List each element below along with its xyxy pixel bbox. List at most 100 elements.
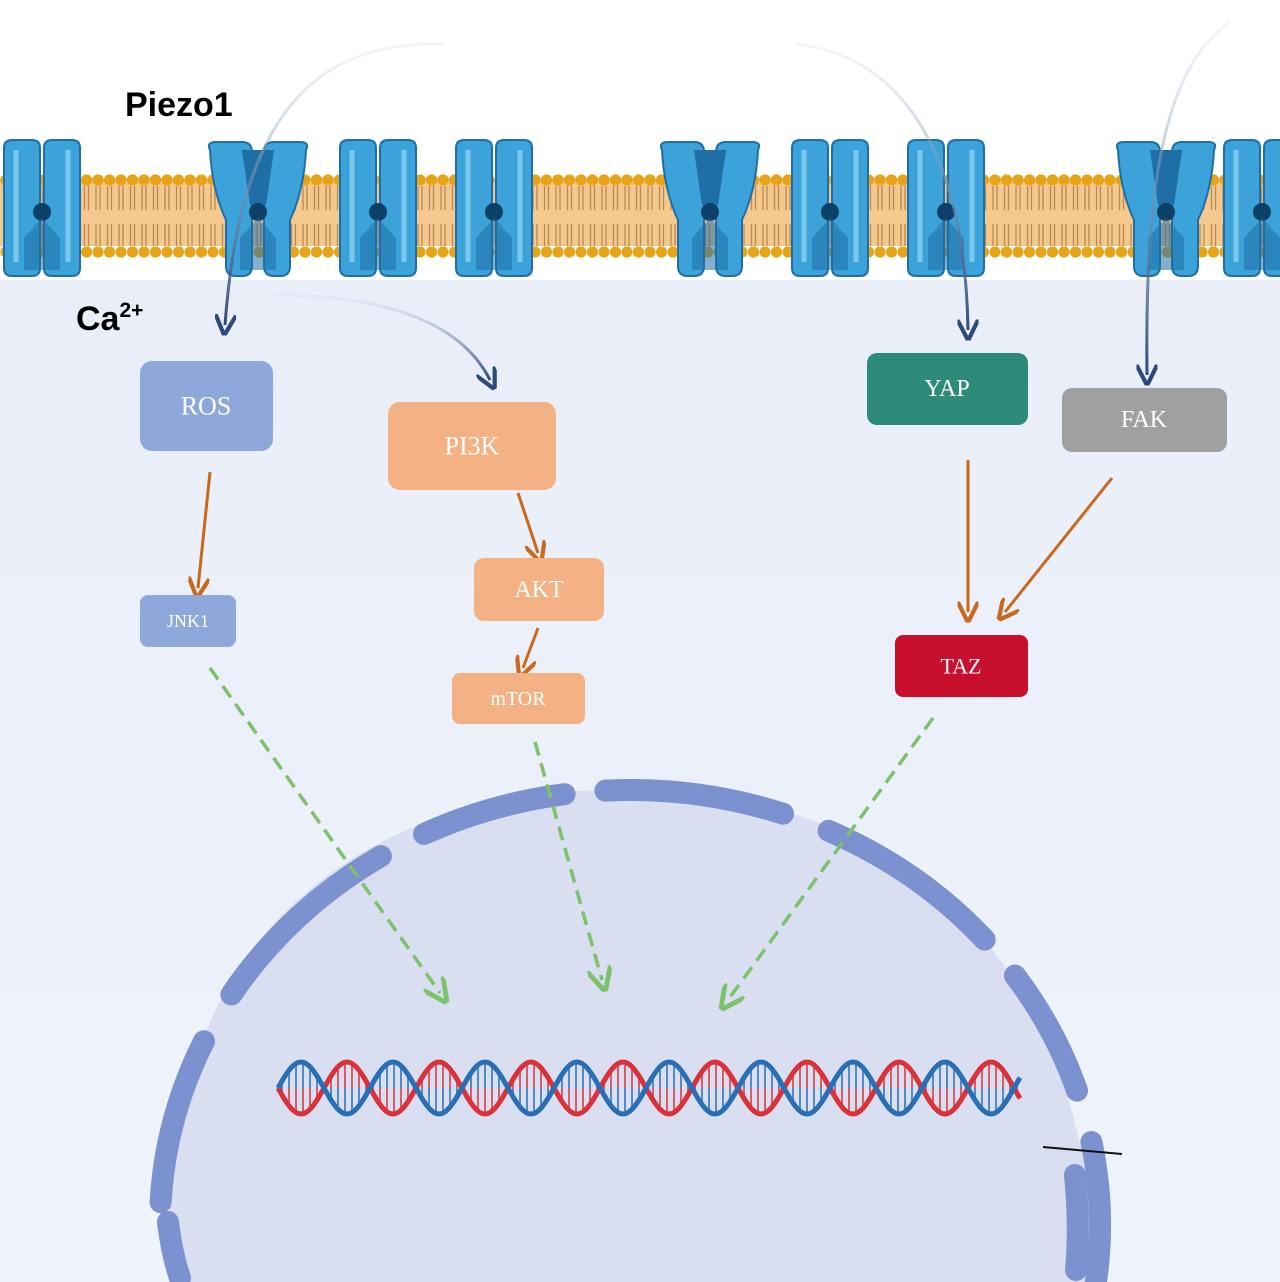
- lipid-head: [1023, 246, 1036, 258]
- lipid-head: [149, 174, 162, 186]
- arrow-to-pi3k: [274, 293, 490, 380]
- lipid-tail: [141, 186, 147, 246]
- piezo1-channel: [339, 139, 417, 277]
- arrow-to-ros: [225, 42, 446, 325]
- lipid-head: [632, 174, 645, 186]
- lipid-tail: [578, 186, 584, 246]
- nuclear-arrows: [208, 666, 935, 1000]
- jnk1-label: JNK1: [167, 611, 209, 631]
- lipid-head: [103, 174, 116, 186]
- lipid-head: [1035, 174, 1047, 186]
- arrow-to-fak: [1147, 20, 1231, 375]
- piezo1-channels: [3, 139, 1280, 277]
- lipid-tail: [750, 186, 757, 246]
- lipid-head: [563, 246, 576, 258]
- envelope-segment: [594, 779, 794, 825]
- lipid-head: [149, 246, 162, 258]
- fak-label: FAK: [1121, 407, 1168, 433]
- taz-label: TAZ: [940, 654, 981, 679]
- pointer-line: [1042, 1146, 1123, 1155]
- lipid-head: [1000, 174, 1013, 186]
- lipid-tail: [164, 186, 170, 246]
- lipid-head: [609, 174, 622, 186]
- node-fak: FAK: [1062, 388, 1227, 452]
- lipid-tail: [1061, 186, 1067, 246]
- jnk1-box: [140, 595, 236, 647]
- lipid-head: [172, 174, 185, 186]
- lipid-head: [540, 246, 553, 258]
- lipid-head: [989, 246, 1001, 258]
- lipid-head: [172, 246, 185, 258]
- lipid-tail: [1084, 186, 1090, 246]
- lipid-head: [1104, 174, 1116, 186]
- lipid-head: [1058, 246, 1070, 258]
- lipid-head: [1081, 246, 1093, 258]
- envelope-segment: [220, 845, 392, 1006]
- lipid-head: [598, 246, 610, 258]
- akt-box: [474, 558, 604, 621]
- lipid-head: [115, 246, 127, 258]
- ion-charge: 2+: [119, 299, 143, 322]
- lipid-head: [621, 174, 633, 186]
- envelope-segment: [1004, 964, 1088, 1102]
- node-ros: ROS: [140, 361, 273, 451]
- lipid-head: [195, 246, 208, 258]
- lipid-head: [759, 246, 771, 258]
- node-pi3k: PI3K: [388, 402, 556, 490]
- envelope-segment: [149, 1030, 215, 1214]
- lipid-head: [161, 246, 173, 258]
- lipid-head: [1012, 174, 1024, 186]
- lipid-head: [1104, 246, 1116, 258]
- lipid-tail: [624, 186, 630, 246]
- lipid-head: [874, 246, 886, 258]
- lipid-tail: [1003, 186, 1010, 246]
- piezo1-channel: [791, 139, 869, 277]
- piezo1-channel: [455, 139, 533, 277]
- piezo1-channel: [1223, 139, 1280, 277]
- lipid-head: [322, 174, 334, 186]
- arrow-jnk1-to-dna: [208, 666, 440, 993]
- lipid-head: [621, 246, 633, 258]
- lipid-tail: [1107, 186, 1113, 246]
- lipid-head: [299, 246, 311, 258]
- lipid-head: [1092, 246, 1105, 258]
- cascade-arrows: [198, 460, 1114, 668]
- lipid-head: [207, 246, 219, 258]
- lipid-tail: [992, 186, 998, 246]
- lipid-head: [1012, 246, 1024, 258]
- node-yap: YAP: [867, 353, 1028, 425]
- lipid-tail: [785, 186, 791, 246]
- arrow-akt-to-mtor: [523, 627, 540, 668]
- mtor-label: mTOR: [490, 688, 546, 710]
- lipid-tail: [417, 186, 423, 246]
- lipid-head: [540, 174, 553, 186]
- lipid-head: [644, 174, 656, 186]
- node-mtor: mTOR: [452, 673, 585, 724]
- lipid-head: [437, 174, 449, 186]
- lipid-head: [437, 246, 449, 258]
- lipid-tail: [543, 186, 550, 246]
- lipid-head: [310, 246, 323, 258]
- lipid-tail: [877, 186, 883, 246]
- piezo1-channel: [3, 139, 81, 277]
- lipid-head: [874, 174, 886, 186]
- lipid-tail: [1072, 186, 1079, 246]
- lipid-head: [103, 246, 116, 258]
- node-akt: AKT: [474, 558, 604, 621]
- lipid-tail: [900, 186, 906, 246]
- lipid-head: [782, 246, 794, 258]
- lipid-head: [747, 246, 760, 258]
- nuclear-envelope: [149, 779, 1111, 1282]
- arrow-pi3k-to-akt: [516, 492, 538, 553]
- lipid-tail: [118, 186, 124, 246]
- arrow-fak-to-taz: [1005, 477, 1114, 612]
- lipid-head: [80, 174, 93, 186]
- lipid-head: [632, 246, 645, 258]
- lipid-tail: [1026, 186, 1033, 246]
- lipid-tail: [658, 186, 665, 246]
- lipid-head: [322, 246, 334, 258]
- lipid-head: [1081, 174, 1093, 186]
- lipid-head: [92, 174, 104, 186]
- ion-base: Ca: [76, 300, 121, 338]
